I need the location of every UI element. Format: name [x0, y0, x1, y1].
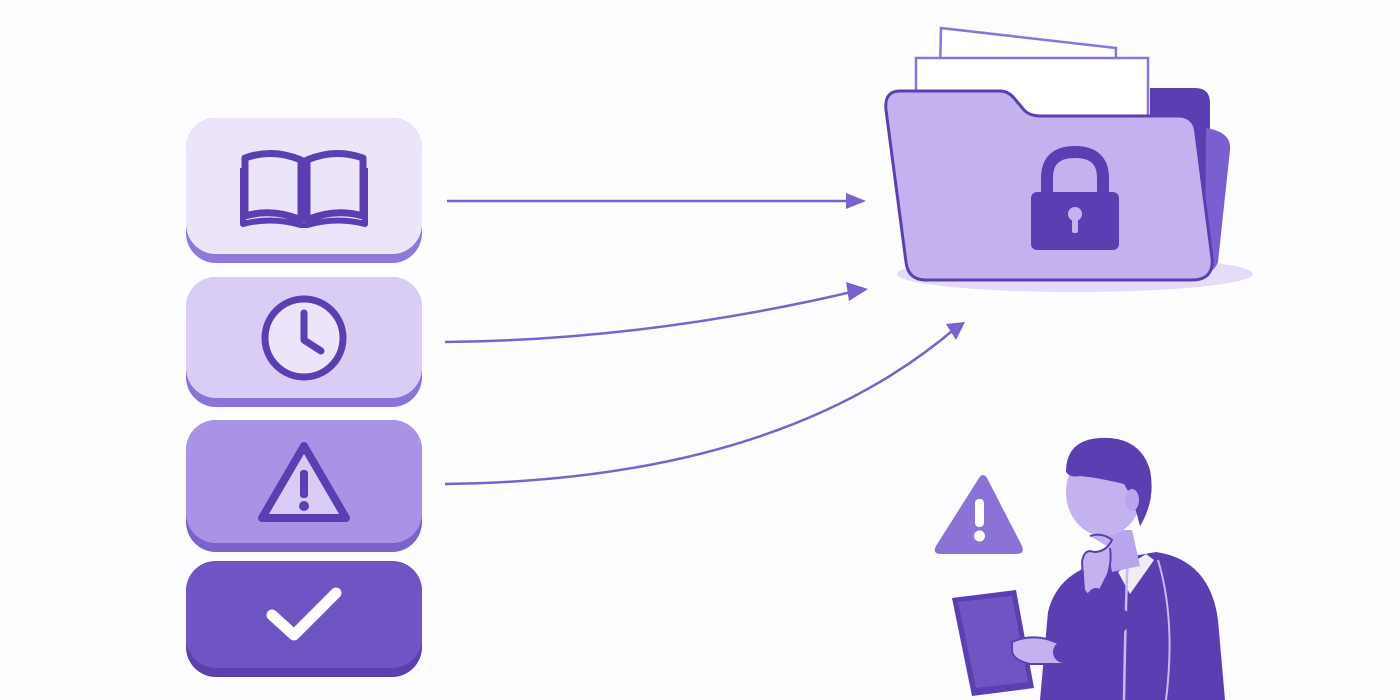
- book-icon: [240, 150, 368, 228]
- locked-folder-icon: [884, 26, 1253, 292]
- warning-icon: [258, 441, 350, 522]
- verified-tile: [186, 561, 422, 677]
- checkmark-icon: [266, 587, 342, 640]
- arrow-risk: [444, 324, 960, 486]
- connector-arrows: [444, 196, 960, 486]
- documentation-tile: [186, 118, 422, 263]
- time-tile: [186, 277, 422, 407]
- arrow-time: [444, 286, 862, 344]
- person-with-tablet-icon: [952, 437, 1225, 700]
- clock-icon: [261, 295, 347, 380]
- alert-warning-icon: [934, 475, 1023, 554]
- risk-tile: [186, 420, 422, 552]
